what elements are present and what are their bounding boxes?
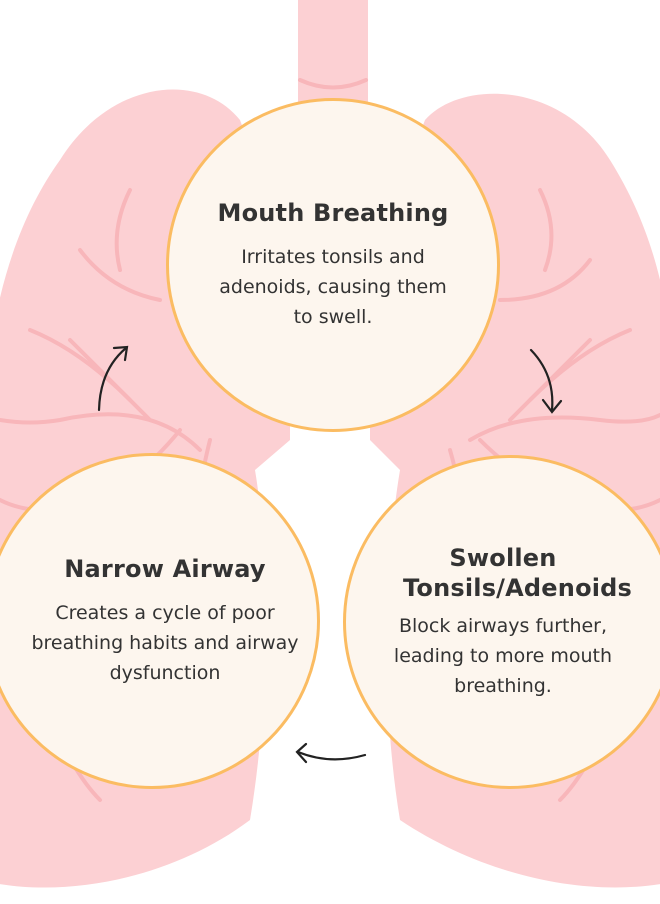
step-narrow-airway: Narrow Airway Creates a cycle of poor br… [0,453,320,789]
arrow-icon-down [529,348,563,414]
step-mouth-breathing: Mouth Breathing Irritates tonsils and ad… [166,98,500,432]
step-swollen-tonsils: Swollen Tonsils/Adenoids Block airways f… [343,455,660,789]
arrow-icon-up [97,345,129,412]
arrow-icon-left [295,742,367,764]
step-description: Block airways further, leading to more m… [393,615,613,697]
step-title: Swollen Tonsils/Adenoids [403,544,633,602]
step-description: Irritates tonsils and adenoids, causing … [219,246,447,328]
step-title: Mouth Breathing [217,199,449,227]
step-description: Creates a cycle of poor breathing habits… [31,602,299,684]
step-title: Narrow Airway [64,555,266,583]
